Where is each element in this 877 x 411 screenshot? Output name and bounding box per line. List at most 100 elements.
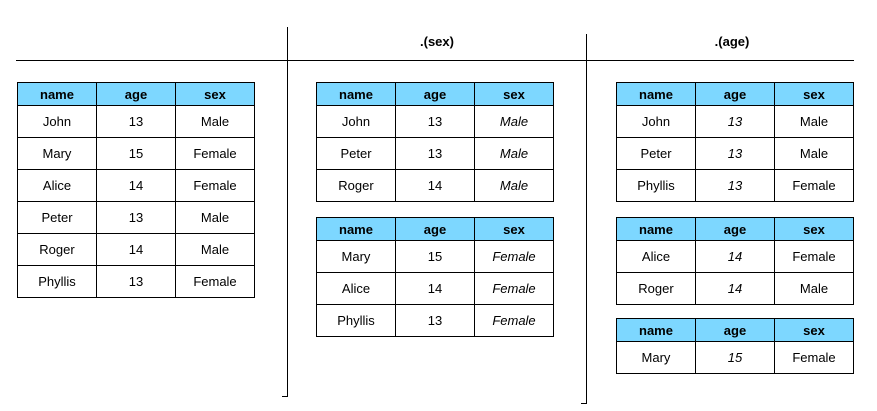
cell-name: Peter [17,201,97,234]
cell-age: 13 [695,105,775,138]
top-rule [16,60,854,61]
cell-sex: Male [175,105,255,138]
cell-age: 13 [96,201,176,234]
cell-sex: Female [774,169,854,202]
column-header: name [17,82,97,106]
cell-sex: Female [175,265,255,298]
cell-age: 15 [96,137,176,170]
cell-name: Peter [316,137,396,170]
cell-name: Mary [616,341,696,374]
column-header: sex [774,318,854,342]
cell-sex: Male [474,137,554,170]
column-header-age: .(age) [714,34,750,49]
cell-name: John [616,105,696,138]
column-header: name [616,82,696,106]
column-header: sex [774,217,854,241]
divider-1 [287,27,288,397]
column-header: age [96,82,176,106]
divider-2-tick [581,403,587,404]
column-header-sex: .(sex) [420,34,454,49]
cell-age: 14 [96,169,176,202]
cell-name: John [17,105,97,138]
column-header: sex [175,82,255,106]
column-header: age [395,82,475,106]
cell-age: 14 [96,233,176,266]
cell-name: Phyllis [616,169,696,202]
cell-age: 14 [695,240,775,273]
column-header: sex [774,82,854,106]
column-header: sex [474,217,554,241]
cell-age: 13 [395,137,475,170]
cell-name: Alice [616,240,696,273]
cell-name: Phyllis [17,265,97,298]
cell-name: John [316,105,396,138]
cell-name: Mary [17,137,97,170]
cell-age: 13 [395,105,475,138]
cell-sex: Female [474,240,554,273]
cell-name: Roger [17,233,97,266]
cell-name: Peter [616,137,696,170]
cell-age: 13 [96,265,176,298]
cell-sex: Male [474,105,554,138]
column-header: age [395,217,475,241]
cell-name: Roger [616,272,696,305]
column-header: age [695,82,775,106]
cell-age: 15 [395,240,475,273]
cell-name: Phyllis [316,304,396,337]
divider-2 [586,34,587,404]
column-header: name [616,318,696,342]
cell-sex: Male [474,169,554,202]
cell-age: 14 [395,272,475,305]
cell-name: Alice [17,169,97,202]
cell-sex: Female [175,169,255,202]
column-header: sex [474,82,554,106]
cell-sex: Female [774,240,854,273]
divider-1-tick [282,396,288,397]
column-header: age [695,217,775,241]
cell-sex: Male [774,105,854,138]
cell-age: 15 [695,341,775,374]
cell-sex: Female [175,137,255,170]
cell-age: 13 [695,169,775,202]
column-header: name [316,217,396,241]
column-header: name [316,82,396,106]
cell-age: 14 [695,272,775,305]
column-header: name [616,217,696,241]
cell-sex: Male [175,233,255,266]
cell-sex: Male [774,137,854,170]
cell-name: Alice [316,272,396,305]
cell-age: 14 [395,169,475,202]
cell-sex: Male [175,201,255,234]
cell-sex: Female [774,341,854,374]
cell-name: Roger [316,169,396,202]
cell-sex: Female [474,272,554,305]
cell-sex: Female [474,304,554,337]
cell-age: 13 [695,137,775,170]
